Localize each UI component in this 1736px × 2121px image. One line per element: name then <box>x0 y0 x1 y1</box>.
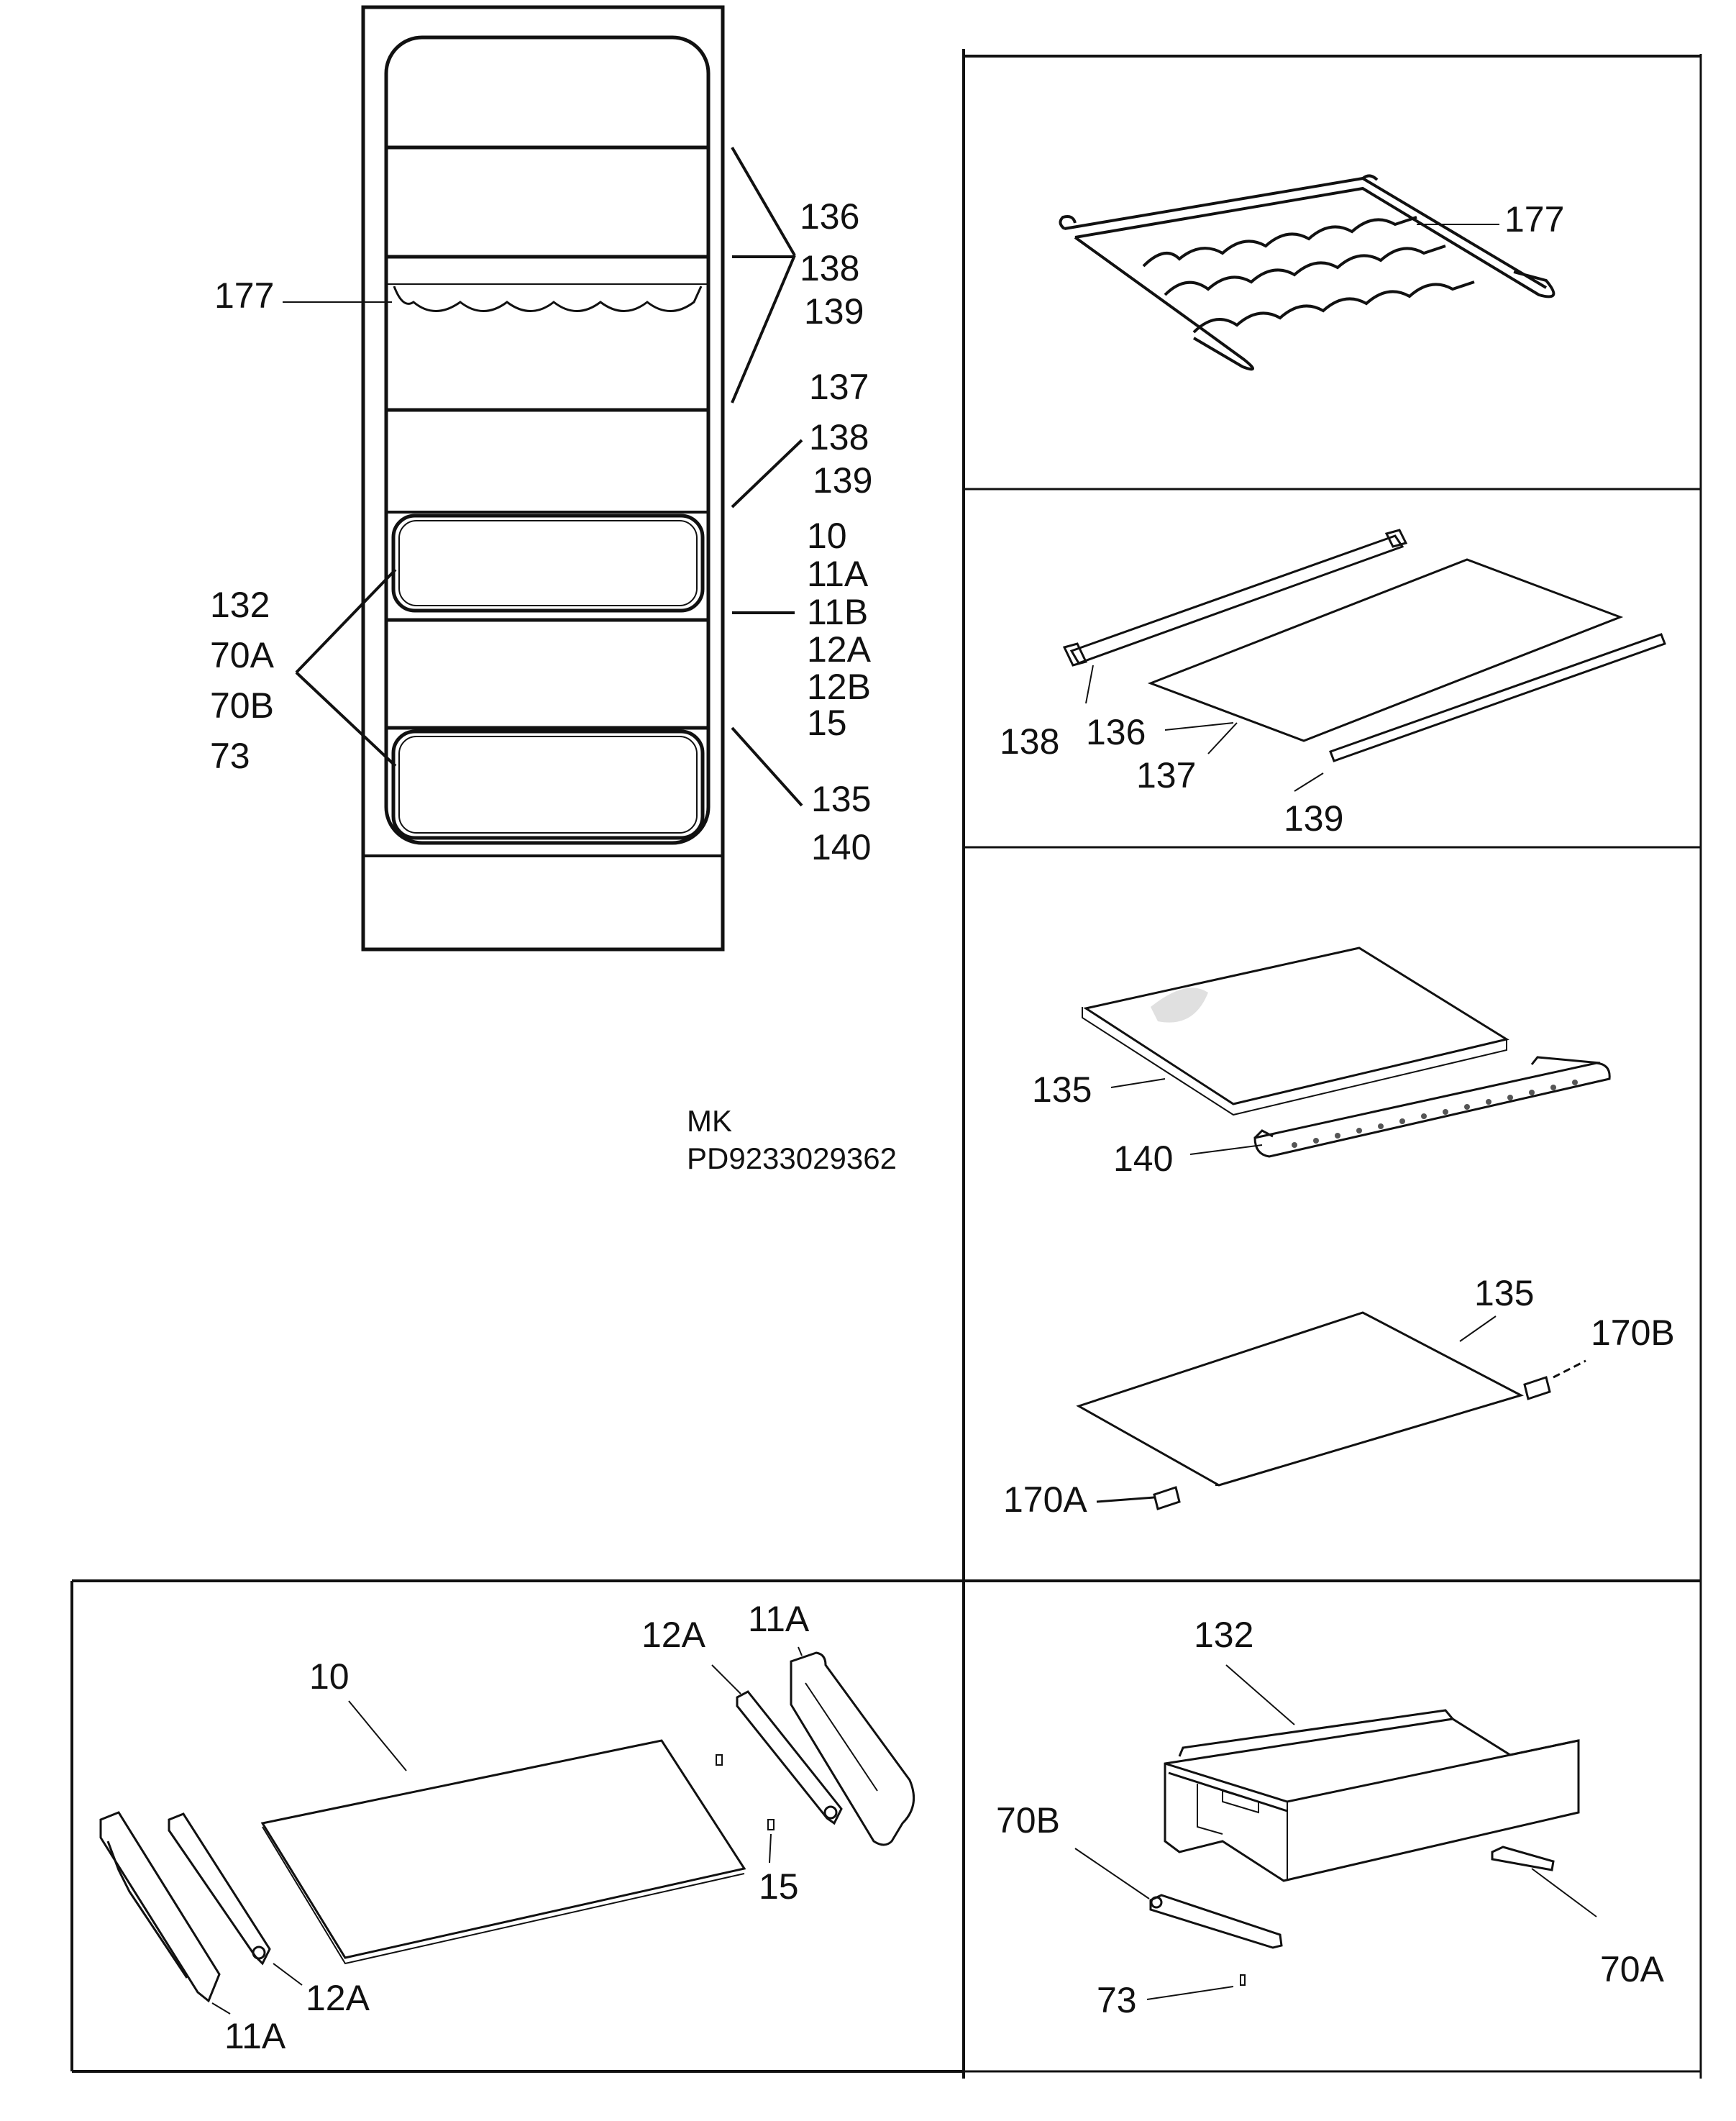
label-137: 137 <box>1136 755 1196 795</box>
glass-135-a <box>1083 947 1509 1105</box>
label-170B: 170B <box>1591 1313 1675 1353</box>
rail-right-11A <box>790 1651 915 1846</box>
trim-140-dots <box>1292 1080 1578 1148</box>
lower-drawer-outline <box>391 729 705 840</box>
wine-rack-outline <box>393 286 703 312</box>
label-15: 15 <box>759 1866 799 1907</box>
label-12A-top: 12A <box>641 1615 706 1655</box>
label-177-overview: 177 <box>214 275 274 316</box>
panel-shelf-135-140: 135 140 <box>1032 947 1611 1179</box>
label-139: 139 <box>1284 798 1343 839</box>
svg-text:MK: MK <box>687 1104 732 1138</box>
label-11A-top: 11A <box>748 1599 810 1639</box>
label-136: 136 <box>1086 712 1146 752</box>
label-70A: 70A <box>1600 1949 1665 1989</box>
svg-text:137: 137 <box>809 367 869 407</box>
glass-10 <box>260 1739 746 1959</box>
label-group-slide-parts: 10 11A 11B 12A 12B 15 <box>807 516 872 743</box>
svg-text:11B: 11B <box>807 592 868 632</box>
svg-text:73: 73 <box>210 736 250 776</box>
label-group-136-138-139: 136 138 139 <box>800 196 864 332</box>
label-132: 132 <box>1194 1615 1253 1655</box>
slide-70A <box>1491 1846 1555 1871</box>
panel-frames <box>70 49 1702 2079</box>
label-group-135-140: 135 140 <box>811 779 871 867</box>
cabinet-overview: 177 136 138 139 137 138 139 10 11A 11B 1… <box>210 5 872 952</box>
label-12A-bottom: 12A <box>306 1978 370 2018</box>
svg-text:PD9233029362: PD9233029362 <box>687 1141 897 1175</box>
svg-text:139: 139 <box>804 291 864 332</box>
svg-text:11A: 11A <box>807 554 869 594</box>
label-138: 138 <box>1000 721 1059 762</box>
cap-170A <box>1153 1486 1181 1510</box>
glass-136 <box>1147 558 1624 742</box>
svg-text:10: 10 <box>807 516 847 556</box>
drawer-132-body <box>1164 1718 1580 1882</box>
label-135-b: 135 <box>1474 1273 1534 1313</box>
screw-73 <box>1240 1974 1246 1986</box>
shelf-lines <box>386 145 708 730</box>
rail-left-12A <box>168 1812 271 1966</box>
label-140: 140 <box>1113 1139 1173 1179</box>
label-group-drawer: 132 70A 70B 73 <box>210 585 275 776</box>
svg-text:135: 135 <box>811 779 871 819</box>
panel-shelf-glass: 138 136 137 139 <box>1000 529 1666 839</box>
pin-15-a <box>716 1754 723 1766</box>
rail-left-11A <box>99 1811 221 2003</box>
label-177: 177 <box>1504 199 1564 240</box>
svg-text:15: 15 <box>807 703 847 743</box>
label-11A-bottom: 11A <box>224 2016 286 2056</box>
svg-text:138: 138 <box>800 248 859 288</box>
svg-text:136: 136 <box>800 196 859 237</box>
label-170A: 170A <box>1003 1479 1087 1520</box>
panel-drawer: 132 70B 70A 73 <box>996 1615 1665 2020</box>
slide-70B <box>1149 1894 1283 1949</box>
svg-text:12A: 12A <box>807 629 872 670</box>
glass-135-b <box>1076 1311 1524 1487</box>
model-code: MK PD9233029362 <box>687 1104 897 1175</box>
svg-text:138: 138 <box>809 417 869 457</box>
rail-right-12A <box>736 1690 843 1825</box>
panel-slide-shelf: 10 12A 11A 15 12A 11A <box>99 1599 915 2056</box>
svg-text:70A: 70A <box>210 635 275 675</box>
label-135-a: 135 <box>1032 1069 1092 1110</box>
svg-text:12B: 12B <box>807 667 871 707</box>
svg-text:140: 140 <box>811 827 871 867</box>
panel-wine-rack: 177 <box>1059 174 1564 371</box>
trim-140 <box>1253 1062 1611 1158</box>
svg-text:70B: 70B <box>210 685 274 726</box>
label-10: 10 <box>309 1656 350 1697</box>
panel-shelf-170: 135 170B 170A <box>1003 1273 1675 1520</box>
cap-170B <box>1523 1376 1551 1400</box>
pin-15-b <box>767 1819 775 1830</box>
svg-text:132: 132 <box>210 585 270 625</box>
svg-text:139: 139 <box>813 460 872 501</box>
label-group-137-138-139: 137 138 139 <box>809 367 872 501</box>
label-70B: 70B <box>996 1800 1060 1841</box>
upper-drawer-outline <box>391 514 705 613</box>
rail-138 <box>1069 534 1404 665</box>
strip-139 <box>1329 633 1666 762</box>
label-73: 73 <box>1097 1980 1137 2020</box>
